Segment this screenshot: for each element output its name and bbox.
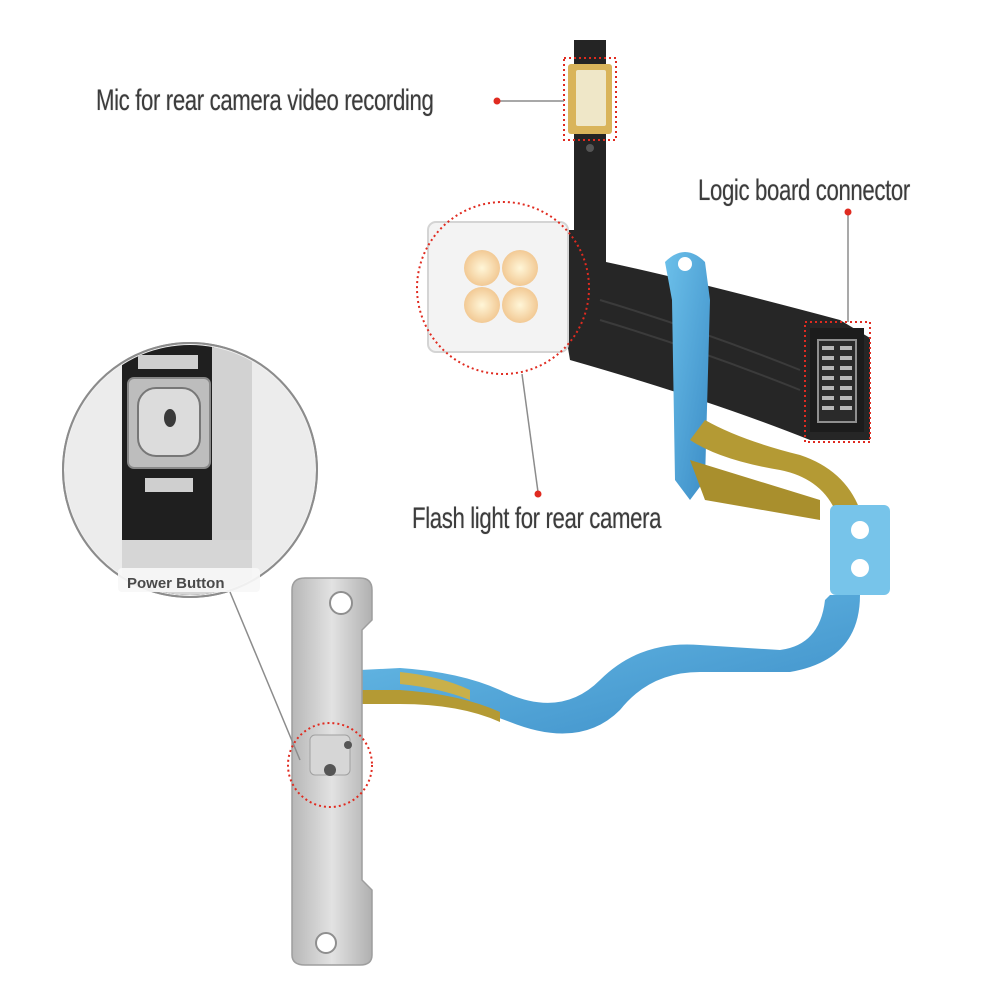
gold-flex-upper: [690, 420, 860, 510]
power-highlight: [287, 722, 373, 808]
flash-led-module: [427, 221, 569, 353]
mic-flex-strip: [568, 40, 612, 290]
logic-board-callout-label: Logic board connector: [698, 174, 910, 207]
lower-s-flex: [360, 595, 860, 734]
power-button-zoom: [62, 342, 318, 598]
mic-highlight: [563, 57, 617, 141]
flash-highlight: [416, 201, 590, 375]
mic-marker-dot: [493, 97, 501, 105]
logic-highlight: [804, 321, 871, 443]
logic-marker-dot: [844, 208, 852, 216]
mic-callout-label: Mic for rear camera video recording: [96, 84, 434, 117]
flash-leader-line: [521, 373, 539, 493]
flash-callout-label: Flash light for rear camera: [412, 502, 662, 535]
power-button-bracket: [291, 577, 373, 966]
power-button-callout-label: Power Button: [127, 575, 225, 592]
logic-board-connector: [810, 328, 864, 432]
right-blue-bracket: [830, 505, 890, 595]
flash-marker-dot: [534, 490, 542, 498]
